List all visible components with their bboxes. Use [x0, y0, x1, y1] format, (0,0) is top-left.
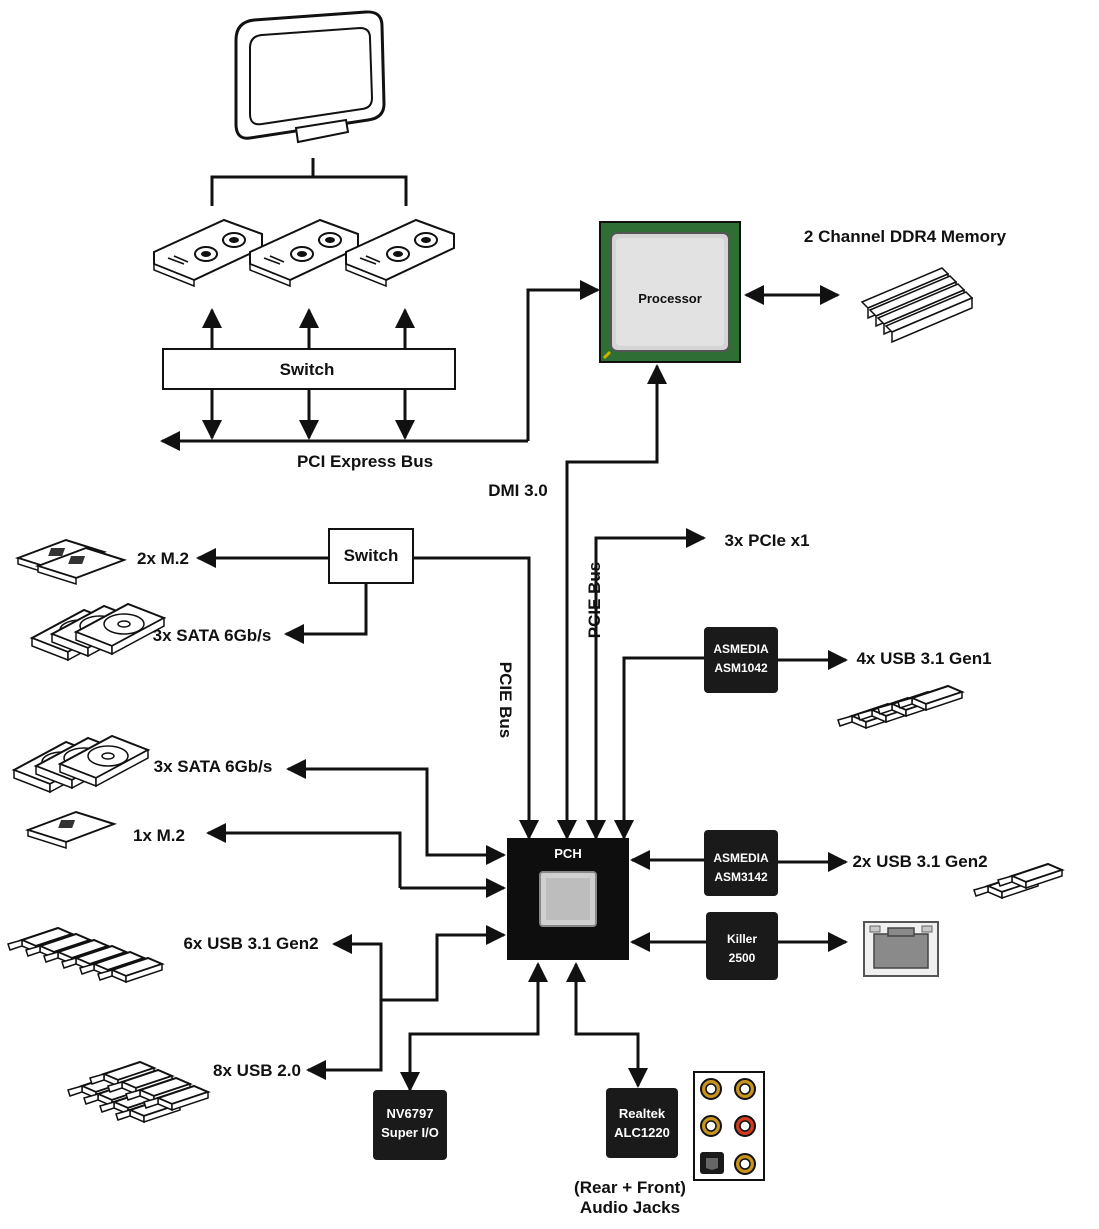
asm3142-line2: ASM3142: [714, 870, 768, 884]
asm1042-line2: ASM1042: [714, 661, 768, 675]
m2-bottom-label: 1x M.2: [133, 826, 185, 845]
sata-drives-icon: [31, 603, 165, 661]
pcie-bus-left-label: PCIE Bus: [496, 662, 515, 739]
processor-chip: [599, 221, 741, 363]
sata-bottom-label: 3x SATA 6Gb/s: [154, 757, 273, 776]
killer-line1: Killer: [727, 932, 757, 946]
usb31gen1-drives-icon: [837, 685, 963, 729]
switch-mid-box: [328, 528, 414, 584]
pcie-bus-right-label: PCIE Bus: [585, 562, 604, 639]
graphics-card-icon: [345, 219, 455, 287]
monitor-icon: [234, 10, 386, 144]
usb31gen2-right-label: 2x USB 3.1 Gen2: [852, 852, 987, 871]
memory-label: 2 Channel DDR4 Memory: [804, 227, 1007, 246]
pcie-x1-label: 3x PCIe x1: [724, 531, 809, 550]
m2-drives-icon: [17, 539, 125, 585]
pci-express-bus-label: PCI Express Bus: [297, 452, 433, 471]
asm3142-line1: ASMEDIA: [713, 851, 769, 865]
m2-top-label: 2x M.2: [137, 549, 189, 568]
superio-chip: [373, 1090, 447, 1160]
audio-jacks-icon: [693, 1071, 765, 1181]
memory-modules-icon: [860, 267, 974, 344]
asm1042-chip: [704, 627, 778, 693]
switch-top-label: Switch: [280, 360, 335, 379]
link-dmi: [565, 364, 667, 838]
dmi-label: DMI 3.0: [488, 481, 548, 500]
killer-chip: [706, 912, 778, 980]
asm1042-line1: ASMEDIA: [713, 642, 769, 656]
usb31gen2-left-drives-icon: [7, 927, 163, 983]
m2-bottom-drive-icon: [27, 811, 115, 849]
usb20-label: 8x USB 2.0: [213, 1061, 301, 1080]
realtek-chip: [606, 1088, 678, 1158]
usb20-drives-icon: [67, 1061, 209, 1123]
sata-top-label: 3x SATA 6Gb/s: [153, 626, 272, 645]
sata-bottom-drives-icon: [13, 735, 149, 793]
switch-mid-label: Switch: [344, 546, 399, 565]
processor-label: Processor: [638, 291, 702, 306]
ethernet-port-icon: [863, 921, 939, 977]
pch-label: PCH: [554, 846, 581, 861]
audio-label-line2: Audio Jacks: [580, 1198, 680, 1217]
graphics-card-icon: [249, 219, 359, 287]
graphics-card-icon: [153, 219, 263, 287]
superio-line2: Super I/O: [381, 1125, 439, 1140]
audio-label-line1: (Rear + Front): [574, 1178, 686, 1197]
realtek-line1: Realtek: [619, 1106, 666, 1121]
switch-top-box: [162, 348, 456, 390]
usb31gen1-label: 4x USB 3.1 Gen1: [856, 649, 991, 668]
usb31gen2-left-label: 6x USB 3.1 Gen2: [183, 934, 318, 953]
pch-die: [539, 871, 597, 927]
realtek-line2: ALC1220: [614, 1125, 670, 1140]
superio-line1: NV6797: [387, 1106, 434, 1121]
killer-line2: 2500: [729, 951, 756, 965]
asm3142-chip: [704, 830, 778, 896]
